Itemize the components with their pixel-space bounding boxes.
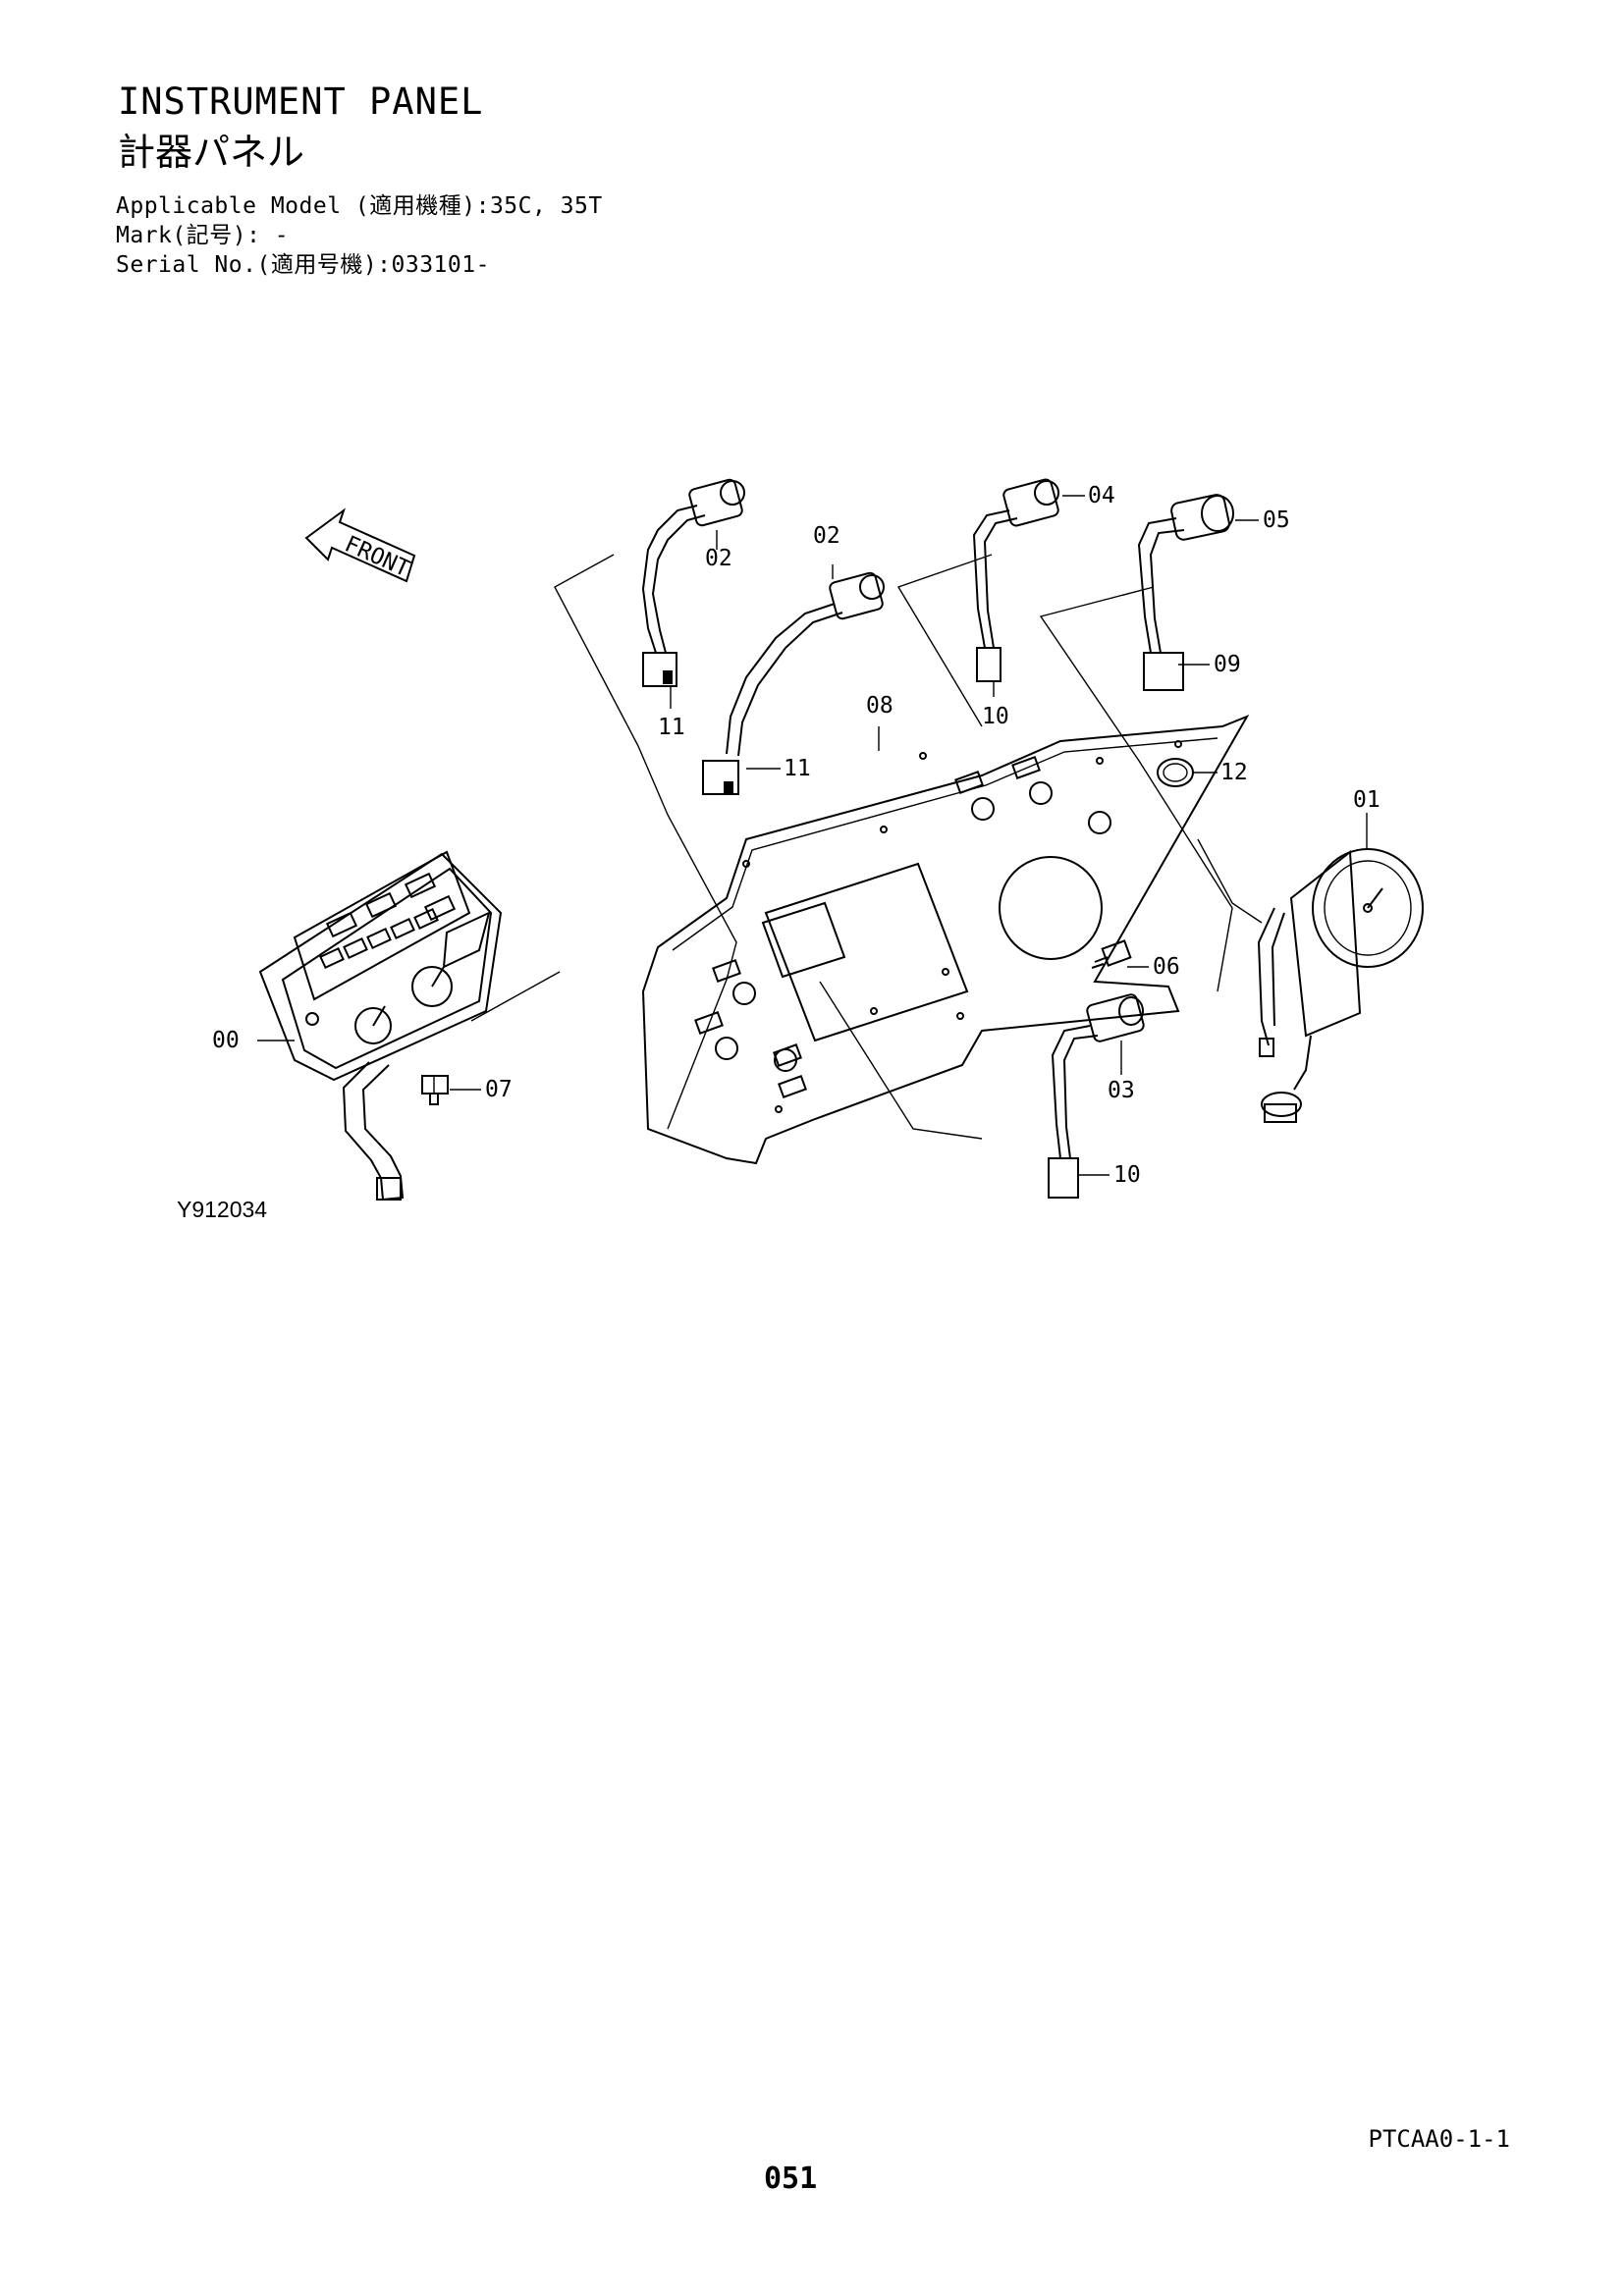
page-title-en: INSTRUMENT PANEL xyxy=(118,80,484,123)
switch-05 xyxy=(1137,494,1234,691)
image-id: Y912034 xyxy=(177,1197,267,1222)
callout-01: 01 xyxy=(1353,787,1380,813)
gauge-meter xyxy=(1257,848,1424,1123)
instrument-panel-plate xyxy=(641,715,1250,1165)
monitor-unit xyxy=(258,850,503,1201)
serial-number-line: Serial No.(適用号機):033101- xyxy=(116,252,490,278)
callout-08: 08 xyxy=(866,693,893,719)
sheet-code: PTCAA0-1-1 xyxy=(1368,2125,1511,2153)
switch-02-center xyxy=(702,571,885,795)
screw-06 xyxy=(1091,939,1132,969)
callout-11-left: 11 xyxy=(658,715,685,740)
leader-lines xyxy=(470,554,1263,1140)
callout-11-center: 11 xyxy=(784,756,811,781)
knob-12 xyxy=(1157,758,1194,787)
callout-10-bottom: 10 xyxy=(1113,1162,1141,1188)
switch-03 xyxy=(1048,993,1145,1199)
front-arrow-icon: FRONT xyxy=(304,507,416,583)
callout-03: 03 xyxy=(1108,1078,1135,1103)
callout-07: 07 xyxy=(485,1077,513,1102)
callout-leaders xyxy=(257,495,1368,1176)
callout-02-left: 02 xyxy=(705,546,732,571)
applicable-model-line: Applicable Model (適用機種):35C, 35T xyxy=(116,193,603,219)
callout-10-top: 10 xyxy=(982,704,1009,729)
callout-00: 00 xyxy=(212,1028,240,1053)
callout-09: 09 xyxy=(1214,652,1241,677)
callout-06: 06 xyxy=(1153,954,1180,980)
switch-04 xyxy=(972,478,1059,682)
screw-07 xyxy=(421,1075,449,1105)
page-title-jp: 計器パネル xyxy=(118,131,305,174)
mark-line: Mark(記号): - xyxy=(116,223,290,248)
callout-04: 04 xyxy=(1088,483,1115,508)
page-number: 051 xyxy=(764,2162,818,2196)
callout-12: 12 xyxy=(1220,760,1248,785)
callout-02-center: 02 xyxy=(813,523,840,549)
switch-02-left xyxy=(641,478,745,687)
callout-05: 05 xyxy=(1263,507,1290,533)
